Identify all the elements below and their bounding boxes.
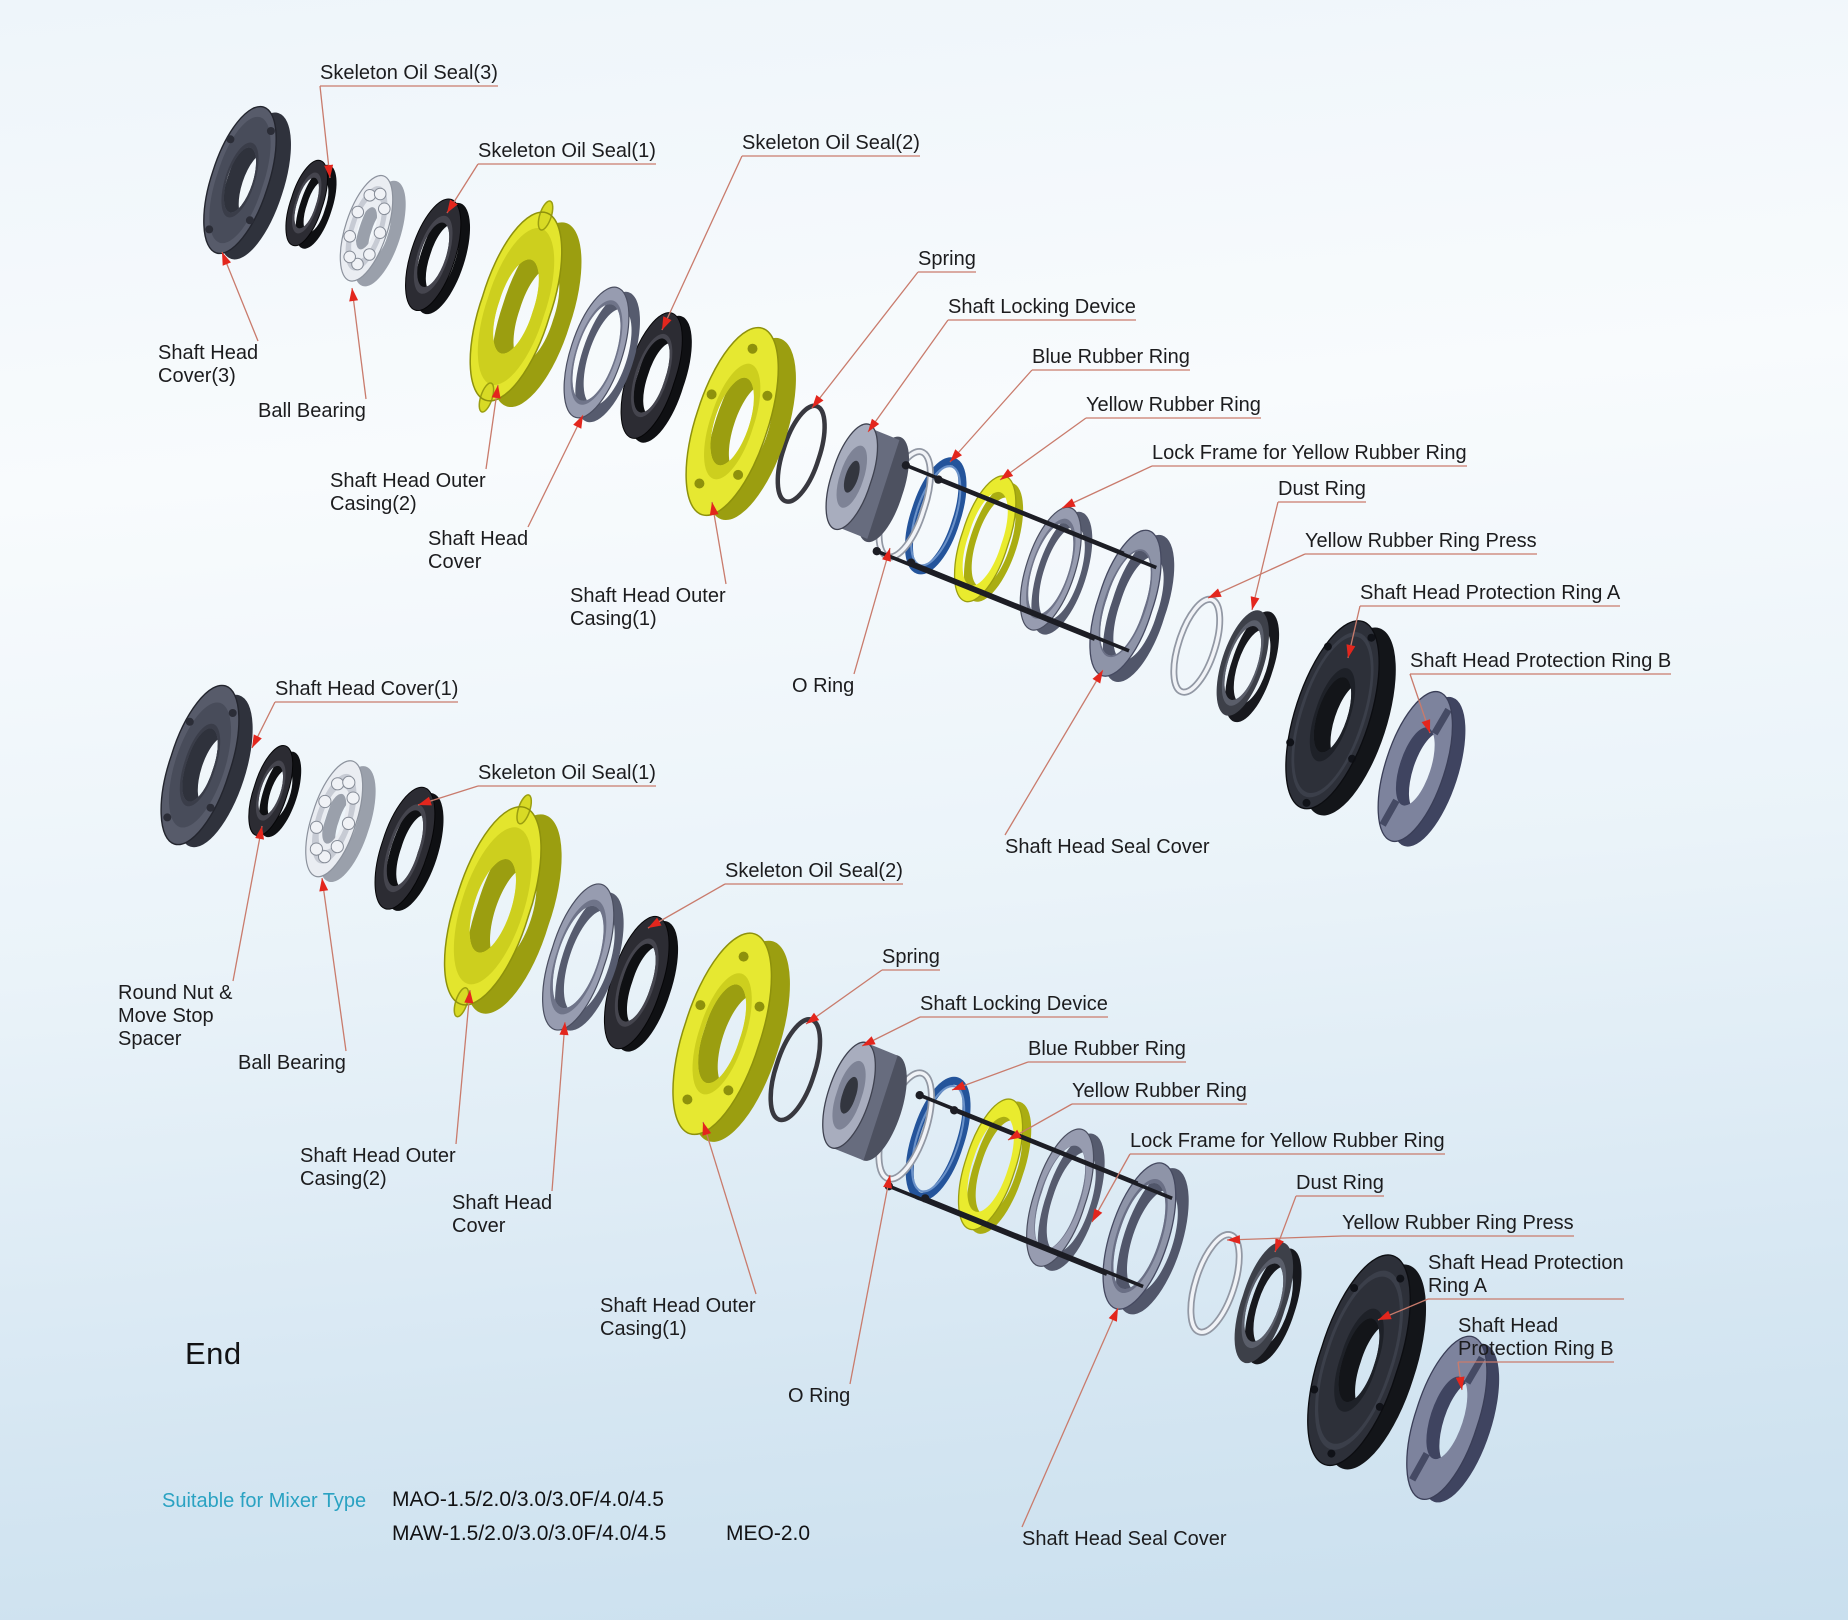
- bottom-shaft-head-cover: [542, 883, 624, 1031]
- label-top-protection-ring-b: Shaft Head Protection Ring B: [1410, 650, 1672, 672]
- label-top-outer-casing-2: Shaft Head Outer Casing(2): [330, 470, 486, 516]
- top-dust-ring: [1216, 610, 1280, 723]
- top-shaft-head-cover-flange: [203, 105, 291, 260]
- top-protection-ring-b: [1377, 690, 1466, 847]
- label-bot-spring: Spring: [882, 946, 940, 968]
- label-top-skeleton-oil-seal-3: Skeleton Oil Seal(3): [320, 62, 498, 84]
- leader-lines: [221, 85, 1671, 1528]
- label-bot-round-nut-spacer: Round Nut & Move Stop Spacer: [118, 982, 233, 1051]
- top-assembly: [203, 105, 1466, 847]
- bottom-protection-ring-b: [1406, 1335, 1500, 1503]
- bottom-shaft-locking-device: [822, 1041, 907, 1161]
- top-lock-frame: [1019, 506, 1093, 635]
- top-shaft-head-outer-casing-1: [685, 326, 796, 521]
- top-blue-rubber-ring: [905, 457, 967, 575]
- label-top-seal-cover: Shaft Head Seal Cover: [1005, 836, 1210, 858]
- label-bot-outer-casing-1: Shaft Head Outer Casing(1): [600, 1295, 756, 1341]
- label-bot-protection-ring-b: Shaft Head Protection Ring B: [1458, 1315, 1614, 1361]
- label-bot-ball-bearing: Ball Bearing: [238, 1052, 346, 1074]
- top-skeleton-oil-seal-1: [405, 198, 471, 315]
- mixer-type-mao: MAO-1.5/2.0/3.0/3.0F/4.0/4.5: [392, 1488, 664, 1511]
- label-top-skeleton-oil-seal-1: Skeleton Oil Seal(1): [478, 140, 656, 162]
- top-shaft-head-outer-casing-2: [469, 200, 582, 413]
- top-spring: [775, 403, 827, 504]
- bottom-skeleton-oil-seal-1: [374, 786, 444, 911]
- bottom-shaft-head-outer-casing-2: [443, 794, 562, 1018]
- label-bot-o-ring: O Ring: [788, 1385, 851, 1407]
- bottom-shaft-head-cover-flange: [160, 684, 253, 848]
- top-yellow-rubber-ring-press: [1170, 595, 1224, 696]
- bottom-blue-rubber-ring: [905, 1076, 971, 1201]
- label-top-shaft-head-cover-3: Shaft Head Cover(3): [158, 342, 259, 388]
- top-ball-bearing: [339, 174, 406, 287]
- label-top-outer-casing-1: Shaft Head Outer Casing(1): [570, 585, 726, 631]
- label-bot-blue-rubber-ring: Blue Rubber Ring: [1028, 1038, 1186, 1060]
- label-bot-yellow-rubber-ring: Yellow Rubber Ring: [1072, 1080, 1247, 1102]
- label-top-o-ring: O Ring: [792, 675, 855, 697]
- label-top-shaft-locking-device: Shaft Locking Device: [948, 296, 1136, 318]
- label-bot-skeleton-oil-seal-2: Skeleton Oil Seal(2): [725, 860, 903, 882]
- bottom-yellow-rubber-ring-press: [1187, 1231, 1243, 1336]
- suitable-for-mixer-type-label: Suitable for Mixer Type: [162, 1490, 367, 1512]
- top-seal-cover-studs: [872, 461, 1157, 653]
- label-top-shaft-head-cover: Shaft Head Cover: [428, 528, 529, 574]
- top-shaft-head-seal-cover: [1089, 529, 1175, 683]
- bottom-spring: [768, 1017, 823, 1123]
- label-bot-seal-cover: Shaft Head Seal Cover: [1022, 1528, 1227, 1550]
- label-top-ball-bearing: Ball Bearing: [258, 400, 366, 422]
- label-top-dust-ring: Dust Ring: [1278, 478, 1366, 500]
- label-top-lock-frame: Lock Frame for Yellow Rubber Ring: [1152, 442, 1467, 464]
- bottom-assembly: [160, 684, 1500, 1503]
- top-shaft-head-cover: [563, 286, 640, 423]
- bottom-shaft-head-seal-cover: [1102, 1162, 1189, 1315]
- bottom-protection-ring-a: [1307, 1254, 1427, 1470]
- label-bot-shaft-head-cover-1: Shaft Head Cover(1): [275, 678, 459, 700]
- label-top-skeleton-oil-seal-2: Skeleton Oil Seal(2): [742, 132, 920, 154]
- bottom-lock-frame: [1026, 1128, 1105, 1271]
- bottom-round-nut-spacer-ring: [248, 745, 302, 838]
- label-bot-lock-frame: Lock Frame for Yellow Rubber Ring: [1130, 1130, 1445, 1152]
- mixer-type-meo: MEO-2.0: [726, 1522, 811, 1545]
- mixer-type-maw: MAW-1.5/2.0/3.0/3.0F/4.0/4.5: [392, 1522, 667, 1545]
- label-bot-shaft-locking-device: Shaft Locking Device: [920, 993, 1108, 1015]
- label-top-spring: Spring: [918, 248, 976, 270]
- label-bot-protection-ring-a: Shaft Head Protection Ring A: [1428, 1252, 1624, 1298]
- label-top-protection-ring-a: Shaft Head Protection Ring A: [1360, 582, 1621, 604]
- label-top-yellow-rubber-ring-press: Yellow Rubber Ring Press: [1305, 530, 1537, 552]
- bottom-dust-ring: [1234, 1242, 1302, 1365]
- bottom-shaft-head-outer-casing-1: [672, 932, 790, 1142]
- label-top-yellow-rubber-ring: Yellow Rubber Ring: [1086, 394, 1261, 416]
- label-top-blue-rubber-ring: Blue Rubber Ring: [1032, 346, 1190, 368]
- end-label: End: [185, 1336, 242, 1371]
- top-protection-ring-a: [1285, 620, 1396, 816]
- label-bot-shaft-head-cover: Shaft Head Cover: [452, 1192, 553, 1238]
- top-shaft-locking-device: [825, 423, 910, 543]
- bottom-ball-bearing: [305, 760, 376, 883]
- label-bot-outer-casing-2: Shaft Head Outer Casing(2): [300, 1145, 456, 1191]
- label-bot-yellow-rubber-ring-press: Yellow Rubber Ring Press: [1342, 1212, 1574, 1234]
- top-round-nut-spacer-ring: [285, 159, 337, 249]
- bottom-skeleton-oil-seal-2: [603, 915, 679, 1052]
- label-bot-skeleton-oil-seal-1: Skeleton Oil Seal(1): [478, 762, 656, 784]
- label-bot-dust-ring: Dust Ring: [1296, 1172, 1384, 1194]
